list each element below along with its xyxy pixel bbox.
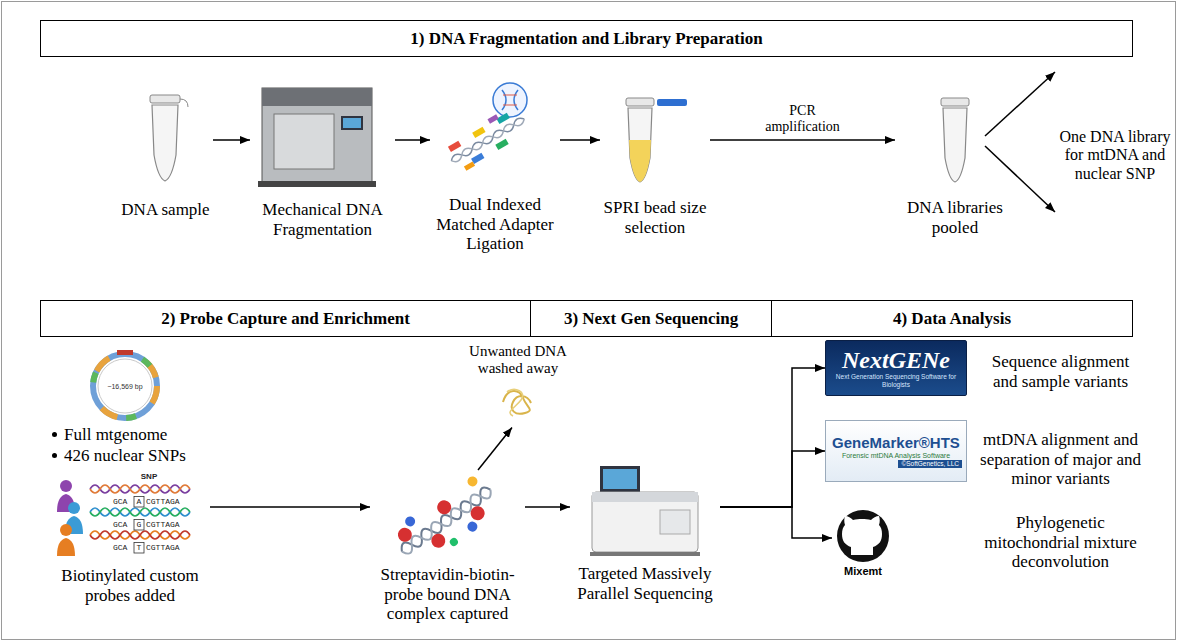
flow-arrow bbox=[395, 139, 430, 141]
node-text: Dual Indexed Matched Adapter Ligation bbox=[430, 195, 560, 254]
software-logo: GeneMarker®HTSForensic mtDNA Analysis So… bbox=[825, 420, 967, 482]
node-text: Full mtgenome bbox=[50, 424, 210, 445]
sequence-text: GCA bbox=[113, 543, 133, 553]
sample-tube bbox=[150, 95, 188, 181]
flow-arrow bbox=[210, 506, 370, 508]
node-text: 426 nuclear SNPs bbox=[50, 445, 210, 466]
step-node: DNA sample bbox=[118, 85, 213, 220]
flow-arrow bbox=[478, 428, 512, 471]
step-node: Targeted Massively Parallel Sequencing bbox=[570, 460, 720, 603]
flow-arrow bbox=[720, 368, 825, 507]
node-text: Mixemt bbox=[832, 565, 894, 578]
snp-tag: SNP bbox=[137, 472, 161, 481]
unwanted-dna bbox=[503, 390, 531, 416]
section-header: 4) Data Analysis bbox=[771, 300, 1133, 337]
node-text: Next Generation Sequencing Software for … bbox=[830, 373, 962, 389]
section-header: 2) Probe Capture and Enrichment bbox=[40, 300, 531, 337]
edge-label: PCR amplification bbox=[755, 103, 850, 135]
mtgenome-map bbox=[93, 350, 157, 418]
bound-complex bbox=[388, 469, 506, 573]
snp-base: A bbox=[134, 497, 144, 507]
step-node: SPRI bead size selection bbox=[600, 80, 710, 237]
node-text: Unwanted DNA washed away bbox=[462, 343, 574, 378]
step-node: Streptavidin-biotin-probe bound DNA comp… bbox=[370, 470, 525, 624]
pooled-tube bbox=[941, 98, 969, 182]
probe-helices bbox=[57, 480, 190, 556]
snp-base: G bbox=[134, 520, 144, 530]
node-text: SPRI bead size selection bbox=[600, 198, 710, 237]
step-node: Dual Indexed Matched Adapter Ligation bbox=[430, 75, 560, 254]
sequence-text: CGTTAGA bbox=[146, 497, 188, 507]
node-text: ©SoftGenetics, LLC bbox=[898, 460, 962, 468]
split-arrow bbox=[985, 72, 1055, 136]
node-text: Streptavidin-biotin-probe bound DNA comp… bbox=[370, 565, 525, 624]
node-text: DNA libraries pooled bbox=[895, 198, 1015, 237]
snp-base: T bbox=[134, 543, 144, 553]
spri-tube bbox=[626, 98, 687, 182]
step-node: DNA libraries pooled bbox=[895, 80, 1015, 237]
software-logo: Mixemt bbox=[832, 508, 894, 578]
flow-arrow bbox=[525, 506, 570, 508]
description-text: mtDNA alignment and separation of major … bbox=[978, 430, 1143, 489]
adapter-ligation-picture bbox=[442, 83, 532, 175]
node-text: DNA sample bbox=[118, 200, 213, 220]
sequence-text: GCA bbox=[113, 497, 133, 507]
sequence-text: CGTTAGA bbox=[146, 543, 188, 553]
description-text: Phylogenetic mitochondrial mixture decon… bbox=[978, 513, 1143, 572]
sonicator-instrument bbox=[258, 88, 376, 187]
flow-arrow bbox=[213, 139, 250, 141]
node-text: 3) Next Gen Sequencing bbox=[564, 309, 738, 329]
section-header: 3) Next Gen Sequencing bbox=[530, 300, 772, 337]
node-text: Forensic mtDNA Analysis Software bbox=[842, 451, 950, 460]
step-node: Mechanical DNA Fragmentation bbox=[250, 70, 395, 239]
sequence-text: CGTTAGA bbox=[146, 520, 188, 530]
node-text: Biotinylated custom probes added bbox=[50, 566, 210, 605]
section-header: 1) DNA Fragmentation and Library Prepara… bbox=[40, 20, 1133, 57]
flow-arrow bbox=[710, 139, 895, 141]
description-text: Sequence alignment and sample variants bbox=[978, 352, 1143, 391]
waste-node: Unwanted DNA washed away bbox=[462, 343, 574, 428]
sequencer-instrument bbox=[590, 466, 700, 556]
flow-arrow bbox=[720, 507, 832, 538]
node-text: Mechanical DNA Fragmentation bbox=[250, 200, 395, 239]
sequence-text: GCA bbox=[113, 520, 133, 530]
note-text: One DNA library for mtDNA and nuclear SN… bbox=[1058, 128, 1172, 183]
probe-step: Full mtgenome426 nuclear SNPsBiotinylate… bbox=[50, 340, 210, 605]
flow-arrow bbox=[560, 139, 600, 141]
github-icon bbox=[837, 510, 889, 562]
node-text: 2) Probe Capture and Enrichment bbox=[161, 309, 410, 329]
node-text: NextGENe bbox=[842, 348, 950, 373]
flow-arrow bbox=[720, 451, 825, 507]
node-text: GeneMarker®HTS bbox=[832, 434, 960, 451]
genome-size: ~16,569 bp bbox=[100, 382, 150, 391]
software-logo: NextGENeNext Generation Sequencing Softw… bbox=[825, 340, 967, 396]
node-text: Targeted Massively Parallel Sequencing bbox=[570, 564, 720, 603]
node-text: 1) DNA Fragmentation and Library Prepara… bbox=[410, 29, 762, 49]
node-text: 4) Data Analysis bbox=[893, 309, 1011, 329]
